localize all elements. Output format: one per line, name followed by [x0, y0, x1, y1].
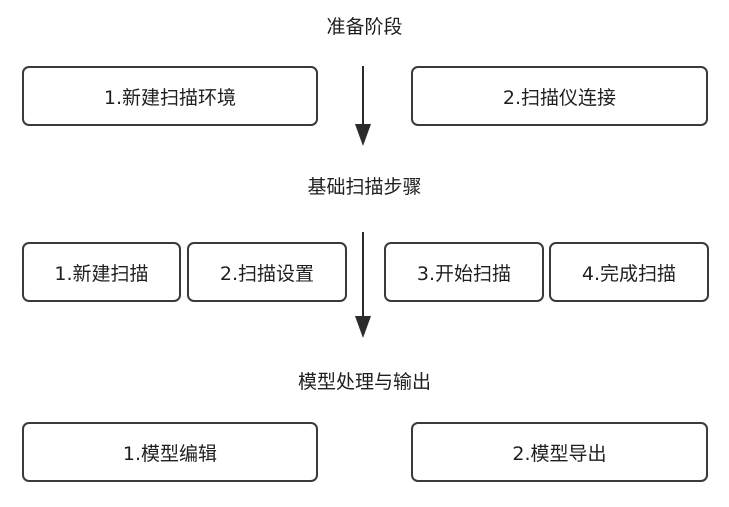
step-label: 3.开始扫描 [416, 262, 512, 285]
step-new-scan-environment: 1.新建扫描环境 [22, 66, 318, 126]
step-label: 2.模型导出 [512, 442, 607, 465]
step-new-scan: 1.新建扫描 [22, 242, 181, 302]
stage-1-title: 准备阶段 [326, 16, 403, 38]
step-finish-scan: 4.完成扫描 [549, 242, 709, 302]
step-label: 1.模型编辑 [122, 442, 218, 465]
step-label: 2.扫描仪连接 [502, 86, 617, 109]
step-scan-settings: 2.扫描设置 [187, 242, 347, 302]
step-model-export: 2.模型导出 [411, 422, 708, 482]
step-label: 1.新建扫描 [54, 262, 149, 285]
step-label: 1.新建扫描环境 [103, 86, 237, 109]
down-arrow-2 [355, 232, 371, 338]
stage-3-title: 模型处理与输出 [297, 371, 431, 393]
step-model-edit: 1.模型编辑 [22, 422, 318, 482]
step-label: 4.完成扫描 [581, 262, 677, 285]
down-arrow-1 [355, 66, 371, 146]
stage-2-title: 基础扫描步骤 [307, 176, 422, 198]
step-scanner-connection: 2.扫描仪连接 [411, 66, 708, 126]
step-start-scan: 3.开始扫描 [384, 242, 544, 302]
step-label: 2.扫描设置 [219, 262, 315, 285]
